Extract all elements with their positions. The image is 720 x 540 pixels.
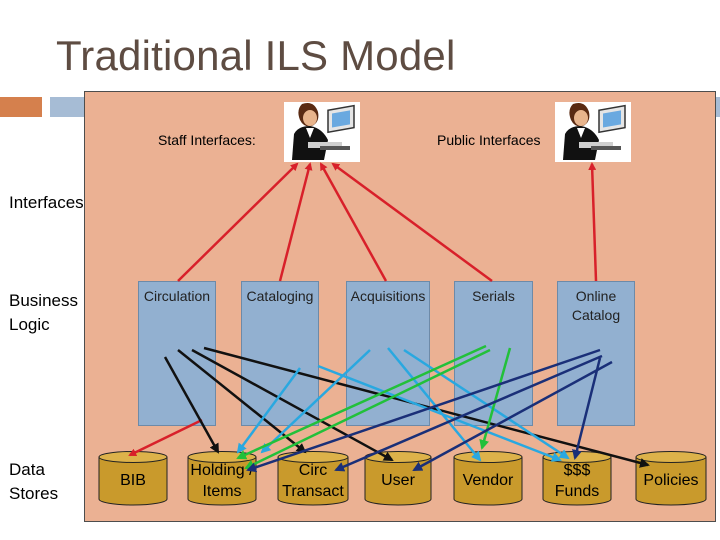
store-circ-transact: Circ Transact bbox=[277, 451, 349, 506]
store-label: User bbox=[381, 472, 415, 489]
module-serials: Serials bbox=[454, 281, 533, 426]
store-holding-items: Holding / Items bbox=[187, 451, 257, 506]
module-label: Acquisitions bbox=[350, 288, 426, 304]
store-funds: $$$ Funds bbox=[542, 451, 612, 506]
store-user: User bbox=[364, 451, 432, 506]
module-circulation: Circulation bbox=[138, 281, 216, 426]
cylinder-icon bbox=[635, 451, 707, 506]
public-user-icon bbox=[555, 102, 631, 162]
store-vendor: Vendor bbox=[453, 451, 523, 506]
store-label: Policies bbox=[643, 472, 699, 489]
slide-title: Traditional ILS Model bbox=[56, 32, 456, 79]
layer-label-data-stores: Data Stores bbox=[9, 460, 59, 503]
module-label: Online Catalog bbox=[571, 288, 621, 323]
store-policies: Policies bbox=[635, 451, 707, 506]
staff-interfaces-label: Staff Interfaces: bbox=[158, 132, 256, 148]
store-label: Vendor bbox=[462, 472, 514, 489]
layer-label-business-logic: Business Logic bbox=[9, 291, 78, 334]
store-bib: BIB bbox=[98, 451, 168, 506]
layer-label-interfaces: Interfaces bbox=[9, 193, 84, 212]
module-online-catalog: Online Catalog bbox=[557, 281, 635, 426]
store-label: Holding / Items bbox=[190, 461, 254, 500]
person-at-computer-icon bbox=[555, 102, 631, 162]
person-at-computer-icon bbox=[284, 102, 360, 162]
store-label: $$$ Funds bbox=[554, 461, 600, 500]
module-acquisitions: Acquisitions bbox=[346, 281, 430, 426]
store-label: BIB bbox=[120, 472, 146, 489]
store-label: Circ Transact bbox=[282, 461, 344, 500]
module-label: Cataloging bbox=[246, 288, 314, 304]
module-label: Serials bbox=[472, 288, 515, 304]
module-cataloging: Cataloging bbox=[241, 281, 319, 426]
staff-user-icon bbox=[284, 102, 360, 162]
public-interfaces-label: Public Interfaces bbox=[437, 132, 541, 148]
accent-bar-orange bbox=[0, 97, 42, 117]
module-label: Circulation bbox=[143, 288, 211, 304]
